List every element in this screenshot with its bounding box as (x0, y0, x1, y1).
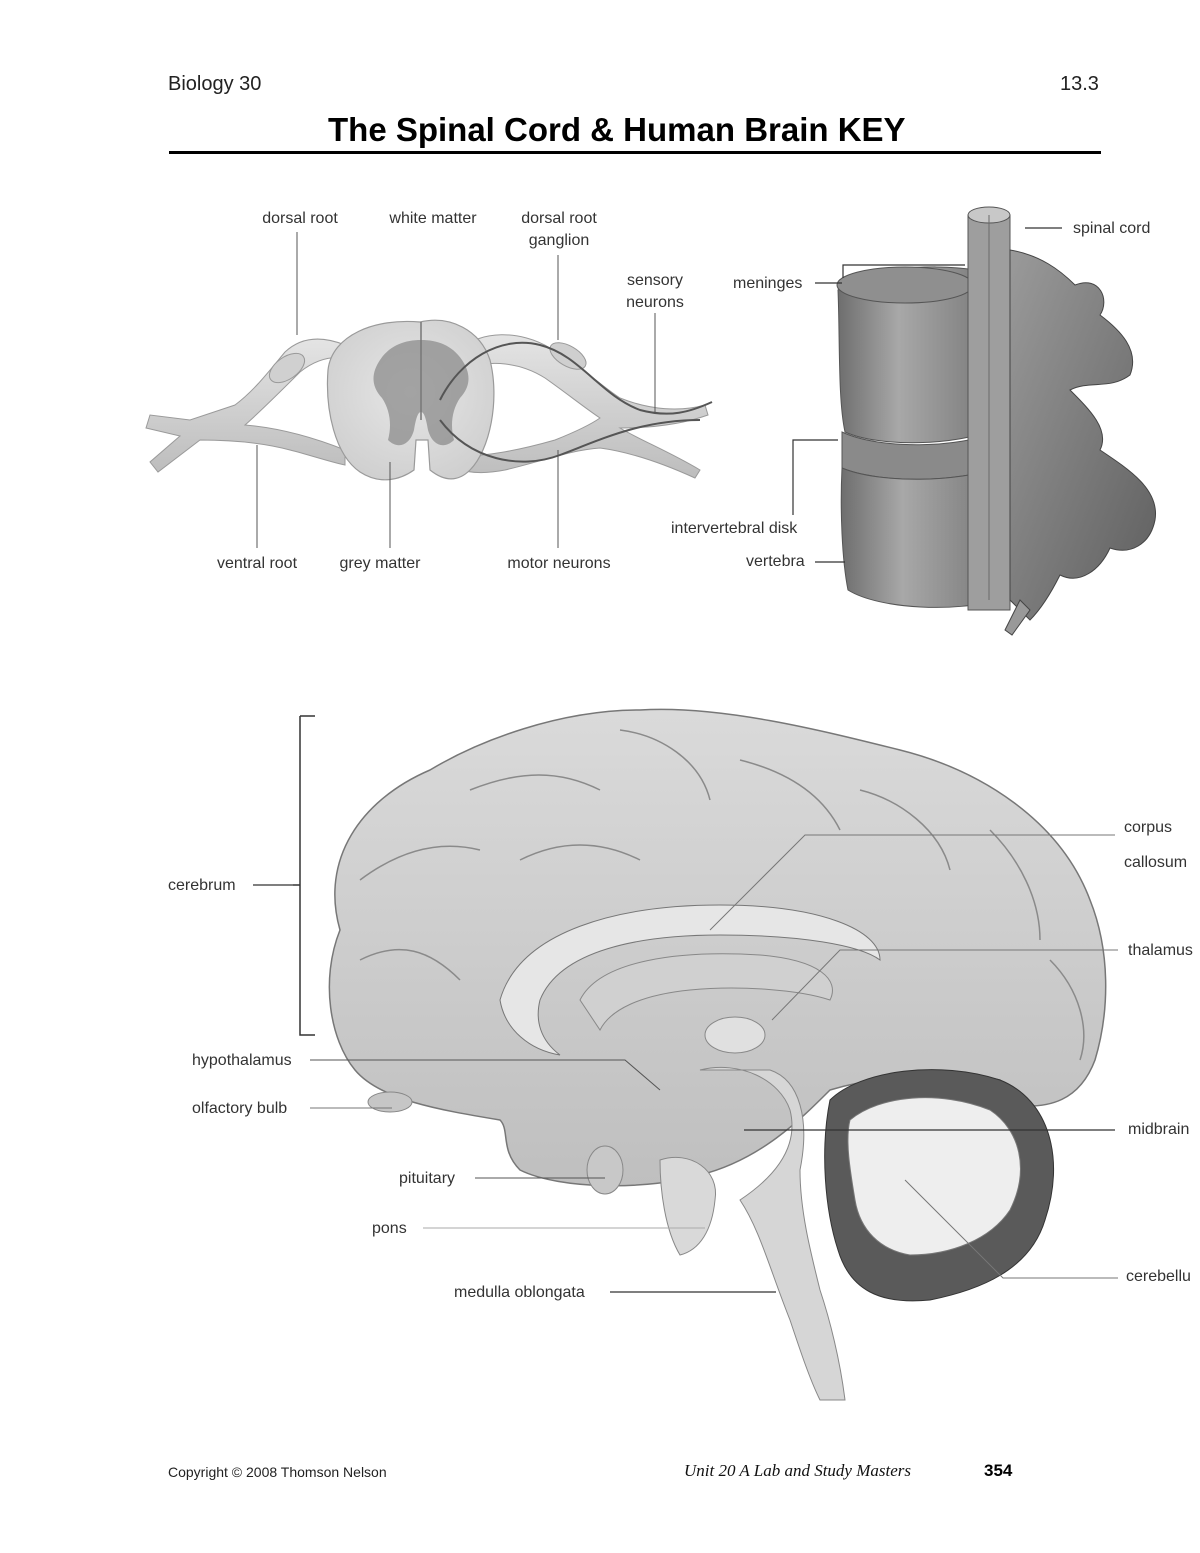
footer-unit: Unit 20 A Lab and Study Masters (684, 1461, 911, 1480)
label-thalamus: thalamus (1128, 942, 1193, 959)
label-cerebrum: cerebrum (168, 877, 236, 894)
label-midbrain: midbrain (1128, 1121, 1190, 1138)
label-ventral-root: ventral root (216, 555, 298, 572)
title-rule (169, 151, 1101, 154)
cerebrum-shape (328, 708, 1107, 1187)
label-corpus: corpus (1124, 819, 1173, 836)
brainstem-shape (699, 1066, 846, 1401)
olfactory-bulb-shape (367, 1091, 413, 1113)
label-cerebellum: cerebellu (1126, 1268, 1191, 1285)
label-dorsal-root: dorsal root (262, 210, 338, 227)
right-nerve-root (454, 334, 709, 479)
label-intervertebral-disk: intervertebral disk (671, 520, 798, 537)
label-motor-neurons: motor neurons (507, 555, 611, 572)
label-pons: pons (372, 1220, 407, 1237)
label-pituitary: pituitary (399, 1170, 456, 1187)
course-name: Biology 30 (168, 73, 262, 95)
label-vertebra: vertebra (746, 553, 805, 570)
footer-copyright: Copyright © 2008 Thomson Nelson (168, 1464, 387, 1480)
label-meninges: meninges (733, 275, 803, 292)
label-olfactory-bulb: olfactory bulb (192, 1100, 288, 1117)
label-dorsal-root-ganglion: dorsal root ganglion (521, 210, 597, 249)
label-medulla-oblongata: medulla oblongata (454, 1284, 585, 1301)
lower-vertebra (840, 467, 996, 608)
right-ganglion (549, 342, 587, 370)
label-sensory-neurons: sensory neurons (626, 272, 684, 311)
corpus-callosum-shape (499, 904, 881, 1056)
pituitary-shape (586, 1145, 624, 1195)
label-hypothalamus: hypothalamus (192, 1052, 292, 1069)
label-spinal-cord: spinal cord (1073, 220, 1151, 237)
label-grey-matter: grey matter (339, 555, 421, 572)
section-number: 13.3 (1060, 73, 1099, 95)
footer-page-number: 354 (984, 1461, 1013, 1480)
label-callosum: callosum (1124, 854, 1188, 871)
left-ganglion (268, 352, 306, 384)
label-white-matter: white matter (389, 210, 477, 227)
page-title: The Spinal Cord & Human Brain KEY (328, 111, 906, 148)
vertebral-processes (1009, 249, 1157, 621)
